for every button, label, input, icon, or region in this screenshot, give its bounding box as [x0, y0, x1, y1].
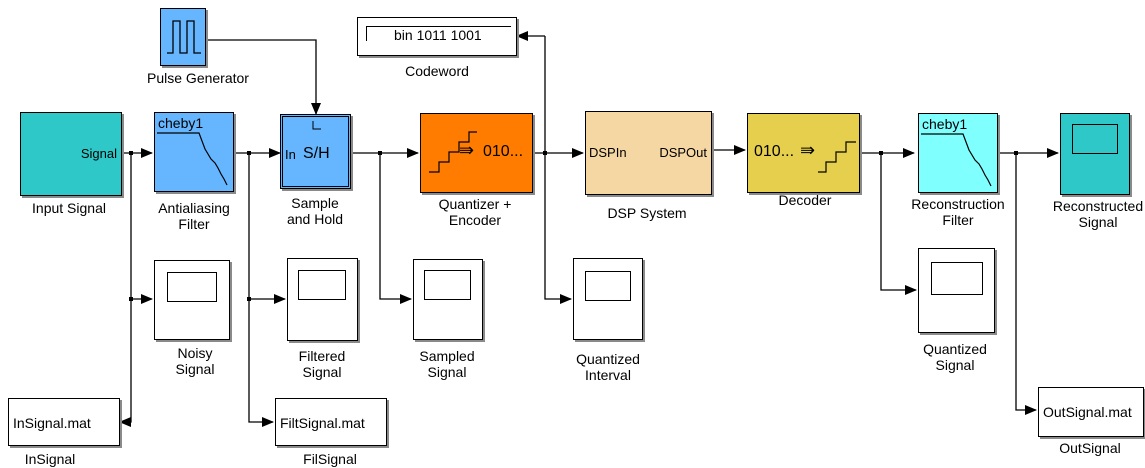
codeword-value: bin 1011 1001: [394, 27, 482, 43]
filtered-signal-label: Filtered Signal: [298, 348, 346, 380]
decoder-label: Decoder: [778, 192, 832, 208]
lowpass-response-icon: [157, 132, 228, 186]
quantized-interval-label: Quantized Interval: [576, 351, 640, 383]
filsignal-filename: FiltSignal.mat: [280, 415, 365, 431]
staircase-icon: [818, 141, 856, 173]
insignal-file-label: InSignal: [24, 451, 76, 467]
filsignal-file-label: FilSignal: [303, 451, 357, 467]
scope-screen: [424, 270, 471, 300]
decoder-symbol: 010...: [754, 143, 795, 160]
dsp-system-block[interactable]: DSPIn DSPOut: [585, 111, 712, 195]
line-sh-branch: [379, 153, 412, 304]
reconstruction-filter-type: cheby1: [922, 116, 968, 132]
sampled-signal-scope[interactable]: [413, 259, 483, 340]
pulse-generator-label: Pulse Generator: [147, 70, 249, 86]
filsignal-file-block[interactable]: FiltSignal.mat: [275, 398, 387, 446]
insignal-filename: InSignal.mat: [13, 415, 91, 431]
trigger-icon: [312, 121, 321, 130]
lowpass-response-icon: [921, 133, 992, 187]
noisy-signal-label: Noisy Signal: [175, 345, 215, 377]
outsignal-file-block[interactable]: OutSignal.mat: [1038, 387, 1144, 437]
insignal-file-block[interactable]: InSignal.mat: [8, 398, 120, 446]
noisy-signal-scope[interactable]: [154, 260, 230, 340]
sample-hold-label: Sample and Hold: [286, 195, 344, 227]
sample-hold-block[interactable]: In S/H: [280, 114, 351, 189]
codeword-display-field: [366, 26, 511, 41]
dsp-input-port-label: DSPIn: [589, 145, 627, 160]
pulse-waveform-icon: [167, 20, 201, 54]
quantized-signal-label: Quantized Signal: [923, 341, 987, 373]
sample-hold-symbol: S/H: [303, 145, 330, 162]
reconstructed-signal-scope[interactable]: [1060, 113, 1130, 195]
dsp-system-label: DSP System: [607, 205, 687, 221]
outsignal-filename: OutSignal.mat: [1043, 404, 1132, 420]
quantizer-arrow-icon: ⇛: [459, 140, 475, 160]
sample-hold-port-label: In: [285, 147, 296, 162]
antialiasing-filter-label: Antialiasing Filter: [158, 200, 230, 232]
quantizer-encoder-label: Quantizer + Encoder: [438, 196, 512, 228]
codeword-label: Codeword: [405, 63, 469, 79]
line-filter-branch: [248, 153, 274, 427]
input-signal-port-label: Signal: [80, 146, 117, 161]
antialiasing-filter-block[interactable]: cheby1: [154, 112, 234, 192]
reconstructed-signal-label: Reconstructed Signal: [1052, 198, 1144, 230]
decoder-arrow-icon: ⇛: [800, 140, 816, 160]
pulse-generator-block[interactable]: [160, 8, 206, 66]
quantized-interval-scope[interactable]: [573, 258, 643, 340]
quantizer-encoder-block[interactable]: ⇛ 010...: [420, 113, 533, 193]
scope-screen: [931, 262, 983, 295]
line-decoder-branch: [880, 153, 917, 295]
antialiasing-filter-type: cheby1: [158, 115, 204, 131]
dsp-output-port-label: DSPOut: [659, 145, 707, 160]
line-input-branch: [119, 153, 132, 427]
codeword-display-block[interactable]: bin 1011 1001: [357, 17, 517, 56]
reconstruction-filter-label: Reconstruction Filter: [911, 196, 1005, 228]
scope-screen: [1072, 124, 1118, 154]
scope-screen: [298, 270, 346, 300]
staircase-icon: [429, 131, 477, 173]
input-signal-label: Input Signal: [32, 200, 106, 216]
input-signal-block[interactable]: Signal: [20, 112, 122, 196]
scope-screen: [585, 271, 631, 301]
outsignal-file-label: OutSignal: [1059, 440, 1121, 456]
line-recon-branch: [1015, 153, 1037, 415]
reconstruction-filter-block[interactable]: cheby1: [918, 113, 998, 193]
line-quantizer-branch: [544, 36, 572, 304]
quantizer-symbol: 010...: [483, 143, 524, 160]
filtered-signal-scope[interactable]: [287, 258, 358, 341]
decoder-block[interactable]: 010... ⇛: [747, 113, 860, 193]
scope-screen: [167, 272, 217, 302]
line-pulse-to-sh: [205, 39, 321, 115]
sampled-signal-label: Sampled Signal: [419, 348, 475, 380]
quantized-signal-scope[interactable]: [918, 248, 995, 333]
